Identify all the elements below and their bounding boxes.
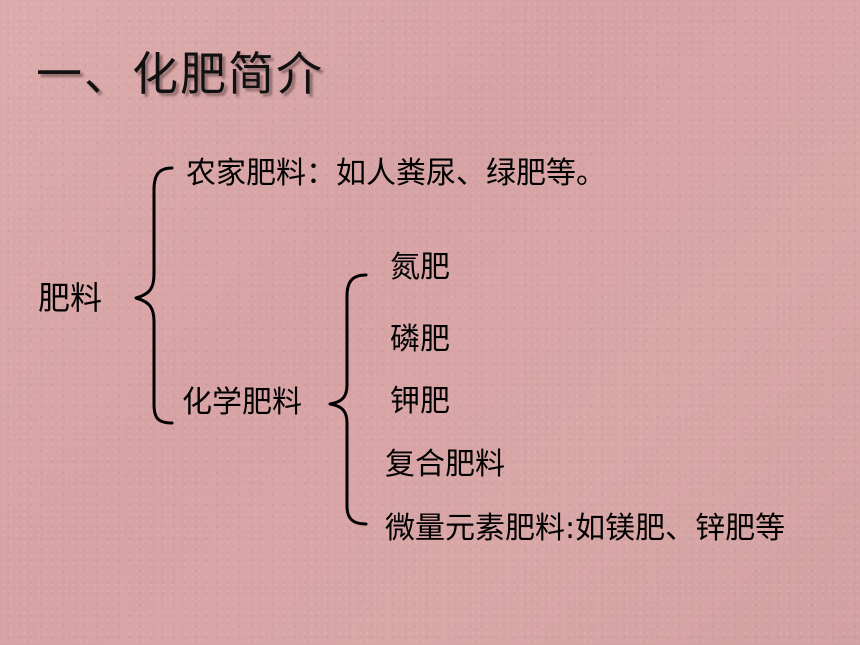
- phosphate-fertilizer-label: 磷肥: [390, 322, 450, 357]
- slide-title: 一、化肥简介: [36, 47, 324, 101]
- root-brace: [134, 166, 174, 425]
- farm-manure-label: 农家肥料：如人粪尿、绿肥等。: [186, 156, 606, 191]
- potash-fertilizer-label: 钾肥: [390, 384, 450, 419]
- compound-fertilizer-label: 复合肥料: [385, 447, 505, 482]
- fertilizer-root-label: 肥料: [38, 279, 103, 317]
- chemical-fertilizer-label: 化学肥料: [182, 385, 302, 420]
- chemical-brace: [328, 273, 368, 526]
- micronutrient-fertilizer-label: 微量元素肥料:如镁肥、锌肥等: [385, 511, 786, 546]
- nitrogen-fertilizer-label: 氮肥: [390, 250, 450, 285]
